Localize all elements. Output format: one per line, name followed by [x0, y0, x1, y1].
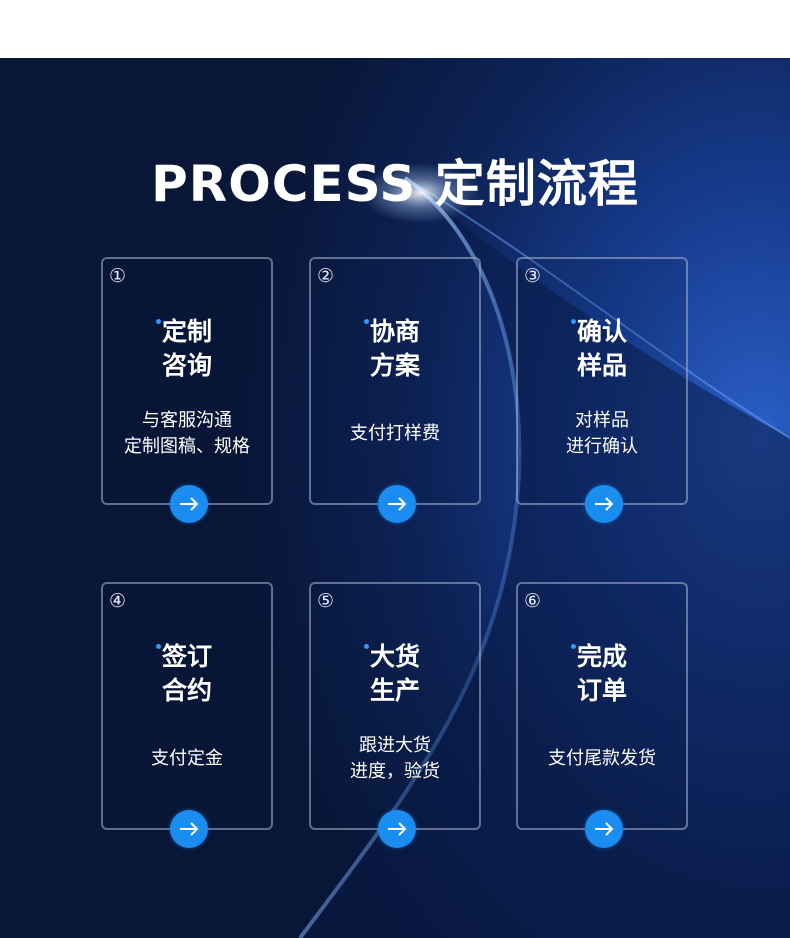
step-number: ④ — [109, 590, 127, 612]
step-description: 与客服沟通 定制图稿、规格 — [103, 408, 271, 460]
step-description: 跟进大货 进度，验货 — [311, 733, 479, 785]
step-number: ⑤ — [317, 590, 335, 612]
step-card-5: ⑤ 大货 生产 跟进大货 进度，验货 — [309, 582, 481, 848]
step-card-6: ⑥ 完成 订单 支付尾款发货 — [516, 582, 688, 848]
step-number: ① — [109, 265, 127, 287]
step-description: 支付尾款发货 — [518, 746, 686, 772]
arrow-right-icon — [595, 822, 614, 836]
step-description-line1: 跟进大货 — [359, 735, 431, 756]
step-description-line1: 支付打样费 — [350, 423, 440, 444]
step-number: ③ — [524, 265, 542, 287]
step-heading: 签订 合约 — [103, 640, 271, 708]
step-heading-line2: 生产 — [369, 676, 420, 705]
top-white-band — [0, 0, 790, 58]
step-heading-line1: 确认 — [576, 317, 627, 346]
arrow-right-icon — [388, 497, 407, 511]
step-description-line1: 支付定金 — [151, 748, 223, 769]
bullet-dot-icon — [156, 319, 161, 324]
step-description-line1: 支付尾款发货 — [548, 748, 656, 769]
bullet-dot-icon — [571, 319, 576, 324]
arrow-right-icon — [180, 822, 199, 836]
step-heading: 确认 样品 — [518, 315, 686, 383]
step-heading-line1: 完成 — [576, 642, 627, 671]
step-description: 支付定金 — [103, 746, 271, 772]
step-card-4: ④ 签订 合约 支付定金 — [101, 582, 273, 848]
arrow-right-icon — [595, 497, 614, 511]
step-heading: 完成 订单 — [518, 640, 686, 708]
step-description-line2: 定制图稿、规格 — [124, 436, 250, 457]
bullet-dot-icon — [571, 644, 576, 649]
step-heading: 协商 方案 — [311, 315, 479, 383]
step-heading-line1: 定制 — [161, 317, 212, 346]
step-next-button[interactable] — [170, 485, 208, 523]
step-card-1: ① 定制 咨询 与客服沟通 定制图稿、规格 — [101, 257, 273, 523]
step-heading-line2: 方案 — [369, 351, 420, 380]
step-card-3: ③ 确认 样品 对样品 进行确认 — [516, 257, 688, 523]
step-description: 对样品 进行确认 — [518, 408, 686, 460]
arrow-right-icon — [388, 822, 407, 836]
step-number: ⑥ — [524, 590, 542, 612]
bullet-dot-icon — [364, 644, 369, 649]
step-description-line1: 与客服沟通 — [142, 410, 232, 431]
bullet-dot-icon — [156, 644, 161, 649]
step-description-line2: 进度，验货 — [350, 761, 440, 782]
step-heading-line1: 大货 — [369, 642, 420, 671]
step-heading-line2: 合约 — [161, 676, 212, 705]
step-heading: 定制 咨询 — [103, 315, 271, 383]
step-description-line2: 进行确认 — [566, 436, 638, 457]
process-panel: PROCESS 定制流程 ① 定制 咨询 与客服沟通 定制图稿、规格 ② 协商 … — [0, 58, 790, 938]
step-heading-line2: 样品 — [576, 351, 627, 380]
step-heading-line2: 订单 — [576, 676, 627, 705]
page-title: PROCESS 定制流程 — [151, 155, 639, 213]
light-arc-decoration — [298, 163, 790, 938]
step-next-button[interactable] — [585, 485, 623, 523]
step-heading-line1: 协商 — [369, 317, 420, 346]
step-heading-line1: 签订 — [161, 642, 212, 671]
step-next-button[interactable] — [378, 485, 416, 523]
step-heading: 大货 生产 — [311, 640, 479, 708]
arrow-right-icon — [180, 497, 199, 511]
step-next-button[interactable] — [378, 810, 416, 848]
step-next-button[interactable] — [170, 810, 208, 848]
step-description: 支付打样费 — [311, 421, 479, 447]
step-number: ② — [317, 265, 335, 287]
step-next-button[interactable] — [585, 810, 623, 848]
step-card-2: ② 协商 方案 支付打样费 — [309, 257, 481, 523]
step-description-line1: 对样品 — [575, 410, 629, 431]
step-heading-line2: 咨询 — [161, 351, 212, 380]
bullet-dot-icon — [364, 319, 369, 324]
